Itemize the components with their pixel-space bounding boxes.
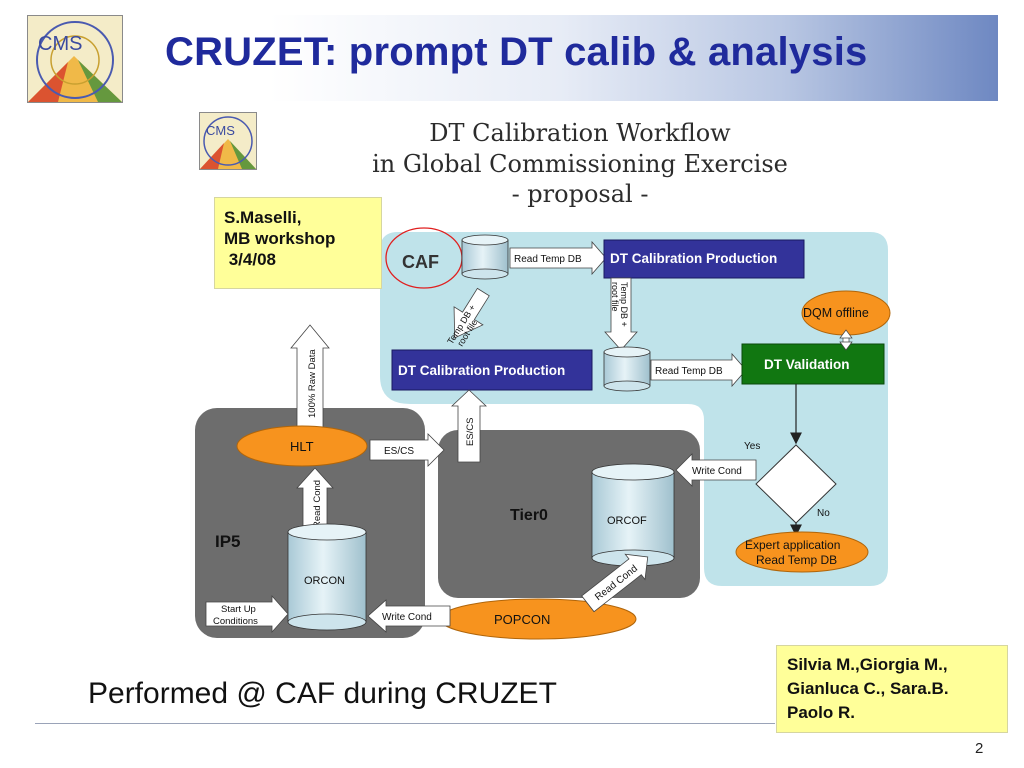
cms-logo-header: CMS [27, 15, 123, 103]
dt-calibration-production-mid: DT Calibration Production [391, 349, 593, 391]
expert-application-ellipse: Expert application Read Temp DB [735, 531, 869, 573]
people-note-line-3: Paolo R. [787, 703, 856, 722]
popcon-ellipse: POPCON [439, 598, 637, 640]
yes-label: Yes [744, 441, 760, 452]
author-note: S.Maselli, MB workshop 3/4/08 [214, 197, 382, 289]
cms-logo-small: CMS [199, 112, 257, 170]
cms-logo-small-text: CMS [206, 123, 235, 138]
people-note: Silvia M.,Giorgia M., Gianluca C., Sara.… [776, 645, 1008, 733]
orcon-label: ORCON [304, 575, 345, 587]
people-note-line-2: Gianluca C., Sara.B. [787, 679, 949, 698]
hlt-ellipse: HLT [236, 425, 368, 467]
workflow-title-line-3: - proposal - [511, 180, 649, 209]
slide-title: CRUZET: prompt DT calib & analysis [165, 30, 868, 74]
temp-db-cylinder-top [461, 234, 509, 280]
popcon-label: POPCON [494, 612, 550, 627]
temp-db-root-arrow-right: Temp DB + root file [604, 277, 638, 351]
temp-db-cylinder-mid [603, 346, 651, 392]
no-label: No [817, 508, 830, 519]
read-temp-db-arrow-mid: Read Temp DB [650, 352, 747, 388]
workflow-title: DT Calibration Workflow in Global Commis… [330, 118, 830, 210]
dt-calibration-production-top: DT Calibration Production [603, 239, 805, 279]
hlt-label: HLT [290, 439, 314, 454]
write-cond-label-validation: Write Cond [692, 466, 742, 477]
read-temp-db-label-top: Read Temp DB [514, 254, 582, 265]
es-cs-arrow-horizontal: ES/CS [369, 433, 445, 467]
write-cond-label-popcon: Write Cond [382, 612, 432, 623]
ip5-label: IP5 [215, 532, 241, 551]
dqm-offline-label: DQM offline [803, 306, 869, 320]
temp-db-root-right-line2: root file [610, 282, 620, 312]
read-temp-db-label-mid: Read Temp DB [655, 366, 723, 377]
author-note-line-1: S.Maselli, [224, 208, 302, 227]
dqm-validation-link [839, 329, 853, 351]
orcof-label: ORCOF [607, 515, 647, 527]
read-cond-label-ip5: Read Cond [312, 480, 323, 528]
start-up-conditions-arrow: Start Up Conditions [205, 594, 289, 634]
start-up-line1: Start Up [221, 604, 256, 615]
es-cs-arrow-vertical: ES/CS [450, 389, 488, 463]
footer-text: Performed @ CAF during CRUZET [88, 677, 557, 710]
expert-application-line1: Expert application [745, 538, 840, 552]
footer-divider [35, 723, 775, 724]
page-number: 2 [975, 740, 984, 757]
dt-validation-label: DT Validation [764, 357, 850, 372]
es-cs-label-vertical: ES/CS [465, 417, 476, 446]
temp-db-root-right-line1: Temp DB + [619, 282, 629, 327]
author-note-line-3: 3/4/08 [224, 250, 276, 269]
workflow-title-line-1: DT Calibration Workflow [429, 119, 731, 147]
orcon-cylinder: ORCON [287, 523, 367, 631]
start-up-line2: Conditions [213, 616, 258, 627]
orcof-cylinder: ORCOF [591, 463, 675, 567]
raw-data-arrow: 100% Raw Data [290, 324, 330, 431]
author-note-line-2: MB workshop [224, 229, 336, 248]
es-cs-label-horizontal: ES/CS [384, 446, 414, 457]
dt-calibration-production-mid-label: DT Calibration Production [398, 363, 565, 378]
header-band [26, 15, 998, 101]
people-note-line-1: Silvia M.,Giorgia M., [787, 655, 948, 674]
dt-calibration-production-top-label: DT Calibration Production [610, 251, 777, 266]
raw-data-label: 100% Raw Data [307, 349, 318, 418]
caf-label: CAF [402, 252, 439, 272]
cms-logo-small-graphic: CMS [200, 113, 256, 169]
write-cond-arrow-validation: Write Cond [675, 453, 757, 487]
read-temp-db-arrow-top: Read Temp DB [509, 240, 607, 276]
caf-region [380, 232, 888, 586]
cms-logo-text: CMS [38, 33, 82, 55]
workflow-title-line-2: in Global Commissioning Exercise [372, 149, 788, 178]
tier0-label: Tier0 [510, 507, 548, 524]
dqm-offline-ellipse: DQM offline [801, 290, 891, 336]
expert-application-line2: Read Temp DB [756, 553, 837, 567]
write-cond-arrow-popcon: Write Cond [367, 599, 451, 633]
dt-validation-box: DT Validation [741, 343, 885, 385]
cms-logo-graphic: CMS [28, 16, 122, 102]
